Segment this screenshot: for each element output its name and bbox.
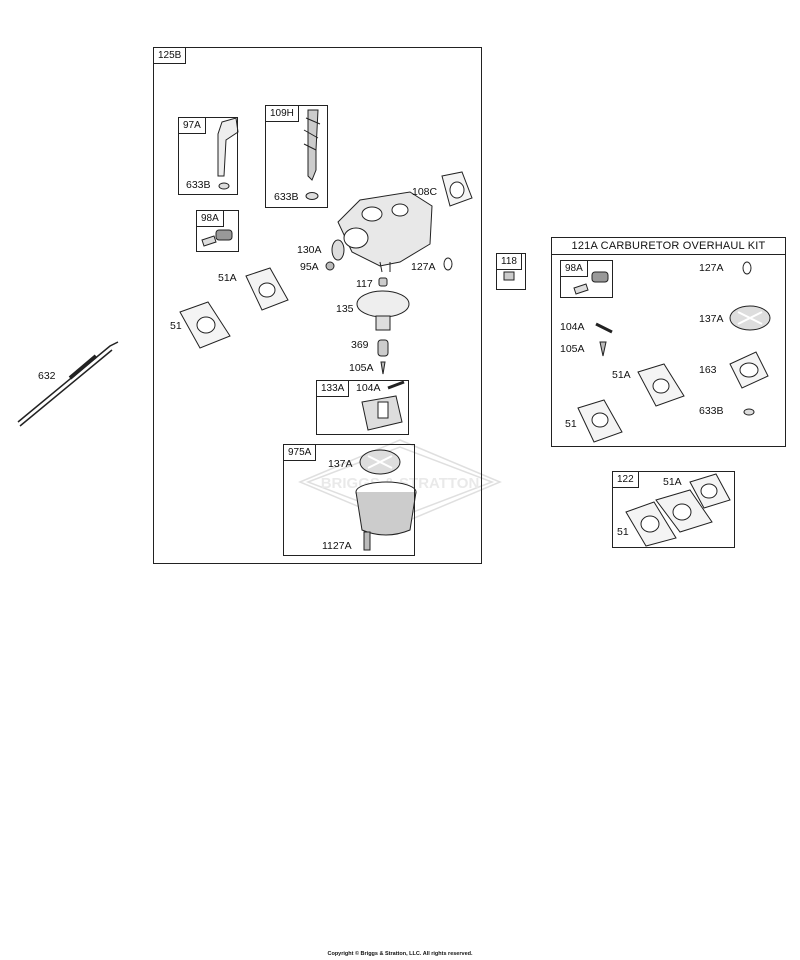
kit-label-633b: 633B — [699, 405, 724, 417]
kit-part-98a — [573, 271, 609, 295]
box-118-tag: 118 — [496, 253, 522, 270]
box-109h: 109H — [265, 105, 328, 208]
box-122-tag: 122 — [612, 471, 639, 488]
kit-title: 121A CARBURETOR OVERHAUL KIT — [552, 238, 785, 255]
label-135: 135 — [336, 303, 354, 315]
part-carburetor-body — [337, 191, 433, 273]
part-carburetor-bowl — [355, 481, 417, 536]
label-117: 117 — [356, 278, 373, 290]
part-135-float-plate — [356, 290, 410, 331]
part-130a-washer — [325, 239, 345, 271]
label-632: 632 — [38, 370, 56, 382]
kit-label-163: 163 — [699, 364, 717, 376]
kit-label-51a: 51A — [612, 369, 631, 381]
label-122-51: 51 — [617, 526, 629, 538]
label-51a: 51A — [218, 272, 237, 284]
part-109h-choke-shaft — [303, 109, 321, 200]
part-137a-diaphragm — [359, 449, 401, 475]
label-369: 369 — [351, 339, 369, 351]
kit-part-105a — [599, 341, 607, 357]
kit-part-127a — [742, 261, 752, 275]
label-105a: 105A — [349, 362, 374, 374]
box-118: 118 — [496, 253, 526, 290]
box-975a: 975A — [283, 444, 415, 556]
part-122-gasket-set — [625, 473, 731, 547]
kit-part-51 — [577, 399, 623, 443]
label-130a: 130A — [297, 244, 322, 256]
label-137a: 137A — [328, 458, 353, 470]
kit-part-104a — [595, 322, 613, 334]
box-98a: 98A — [196, 210, 239, 252]
part-105a-needle — [380, 361, 386, 375]
part-98a-screw-spring — [201, 229, 233, 247]
label-1127a: 1127A — [322, 540, 352, 552]
box-98a-tag: 98A — [196, 210, 224, 227]
main-assembly-tag: 125B — [153, 47, 187, 64]
kit-label-104a: 104A — [560, 321, 585, 333]
kit-part-51a — [637, 363, 685, 407]
box-109h-tag: 109H — [265, 105, 299, 122]
box-975a-tag: 975A — [283, 444, 317, 461]
kit-label-137a: 137A — [699, 313, 724, 325]
label-633b-b: 633B — [274, 191, 299, 203]
part-127a-o-ring — [443, 257, 453, 271]
label-122-51a: 51A — [663, 476, 682, 488]
label-95a: 95A — [300, 261, 319, 273]
kit-part-137a — [729, 305, 771, 331]
part-1127a-screw — [363, 531, 371, 551]
kit-label-51: 51 — [565, 418, 577, 430]
part-118-screw — [503, 271, 515, 281]
part-97a-throttle-shaft — [217, 117, 239, 190]
label-104a: 104A — [356, 382, 381, 394]
main-assembly-box: 125B — [153, 47, 482, 564]
part-369-spring — [377, 339, 389, 357]
part-117-screw — [378, 277, 388, 287]
label-51: 51 — [170, 320, 182, 332]
label-108c: 108C — [412, 186, 438, 198]
label-633b-a: 633B — [186, 179, 211, 191]
part-133a-float — [361, 380, 405, 431]
box-133a-tag: 133A — [316, 380, 350, 397]
part-108c-gasket — [441, 171, 473, 207]
box-133a: 133A — [316, 380, 409, 435]
kit-label-105a: 105A — [560, 343, 585, 355]
part-632-link — [17, 341, 119, 427]
label-127a: 127A — [411, 261, 436, 273]
carburetor-overhaul-kit-box: 121A CARBURETOR OVERHAUL KIT — [551, 237, 786, 447]
box-122: 122 — [612, 471, 735, 548]
copyright-notice: Copyright © Briggs & Stratton, LLC. All … — [327, 951, 473, 957]
kit-box-98a-tag: 98A — [560, 260, 588, 277]
part-51a-gasket — [245, 267, 289, 311]
kit-part-633b — [743, 408, 755, 416]
box-97a-tag: 97A — [178, 117, 206, 134]
kit-box-98a: 98A — [560, 260, 613, 298]
kit-part-163 — [729, 351, 769, 389]
box-97a: 97A — [178, 117, 238, 195]
kit-label-127a: 127A — [699, 262, 724, 274]
part-51-gasket — [179, 301, 231, 349]
